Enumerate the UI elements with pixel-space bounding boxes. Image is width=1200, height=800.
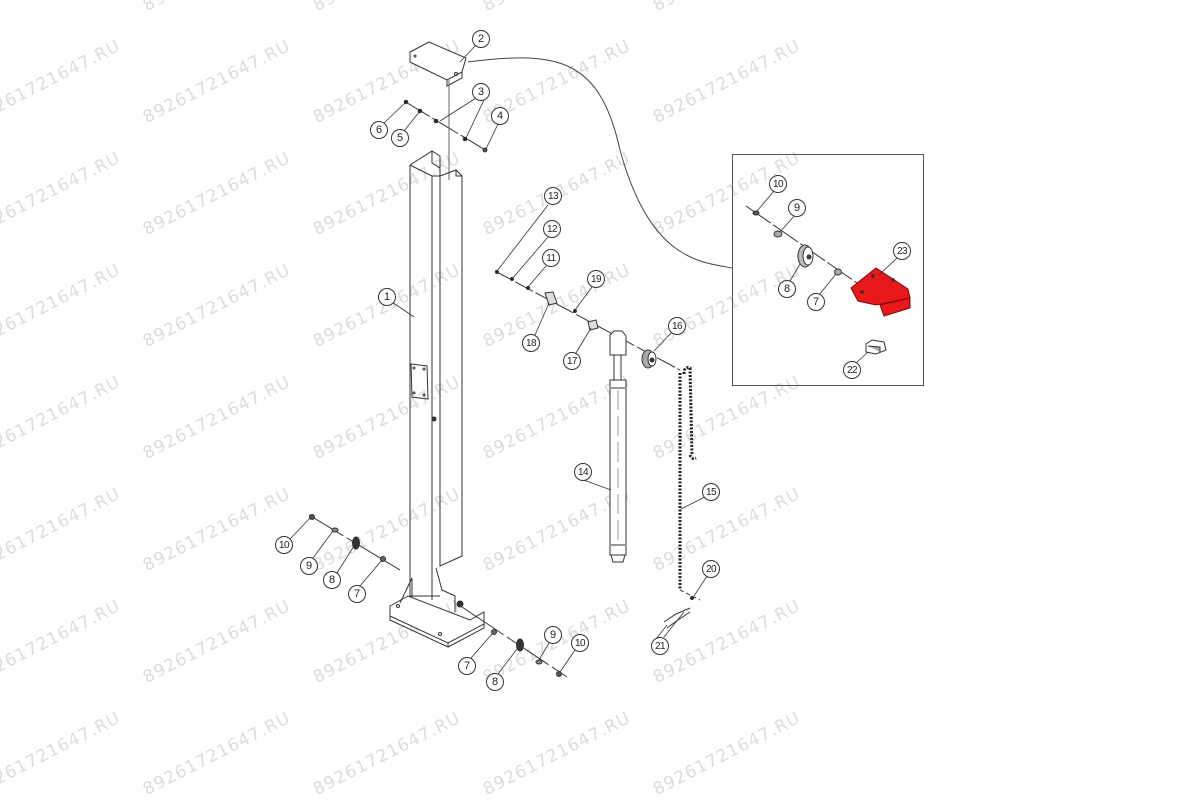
chain: [678, 366, 697, 590]
watermark-text: 89261721647.RU: [140, 708, 294, 800]
detail-view-drawing: [745, 205, 911, 355]
top-cap-plate: [409, 41, 467, 87]
detail-link-curve: [467, 57, 733, 269]
part-callout-3: 3: [472, 83, 490, 101]
watermark-text: 89261721647.RU: [310, 708, 464, 800]
part-callout-4: 4: [491, 107, 509, 125]
part-callout-9: 9: [300, 557, 318, 575]
base-plate: [389, 567, 485, 648]
detail-leader-lines: [756, 190, 899, 364]
part-callout-7: 7: [807, 293, 825, 311]
watermark-text: 89261721647.RU: [480, 708, 634, 800]
detail-view-frame: [732, 154, 924, 386]
part-callout-18: 18: [522, 334, 540, 352]
part-callout-12: 12: [543, 220, 561, 238]
part-callout-10: 10: [769, 175, 787, 193]
part-callout-17: 17: [563, 352, 581, 370]
part-callout-7: 7: [348, 585, 366, 603]
part-callout-13: 13: [544, 187, 562, 205]
part-callout-21: 21: [651, 637, 669, 655]
watermark-text: 89261721647.RU: [0, 708, 124, 800]
part-callout-5: 5: [391, 129, 409, 147]
part-callout-9: 9: [788, 199, 806, 217]
part-callout-7: 7: [458, 657, 476, 675]
part-callout-8: 8: [778, 280, 796, 298]
assembly-drawing: [289, 41, 911, 678]
part-callout-16: 16: [668, 317, 686, 335]
part-callout-20: 20: [702, 560, 720, 578]
part-callout-10: 10: [275, 536, 293, 554]
part-callout-1: 1: [378, 288, 396, 306]
part-callout-19: 19: [587, 270, 605, 288]
part-callout-22: 22: [843, 361, 861, 379]
part-callout-6: 6: [370, 121, 388, 139]
part-callout-8: 8: [486, 673, 504, 691]
hydraulic-cylinder: [609, 330, 627, 563]
part-callout-2: 2: [472, 30, 490, 48]
part-callout-23: 23: [893, 242, 911, 260]
leader-lines: [289, 44, 708, 675]
main-column: [409, 150, 463, 600]
part-callout-14: 14: [574, 463, 592, 481]
watermark-text: 89261721647.RU: [650, 708, 804, 800]
part-callout-11: 11: [542, 249, 560, 267]
part-callout-8: 8: [323, 571, 341, 589]
part-callout-9: 9: [544, 626, 562, 644]
part-callout-15: 15: [702, 483, 720, 501]
part-callout-10: 10: [571, 634, 589, 652]
